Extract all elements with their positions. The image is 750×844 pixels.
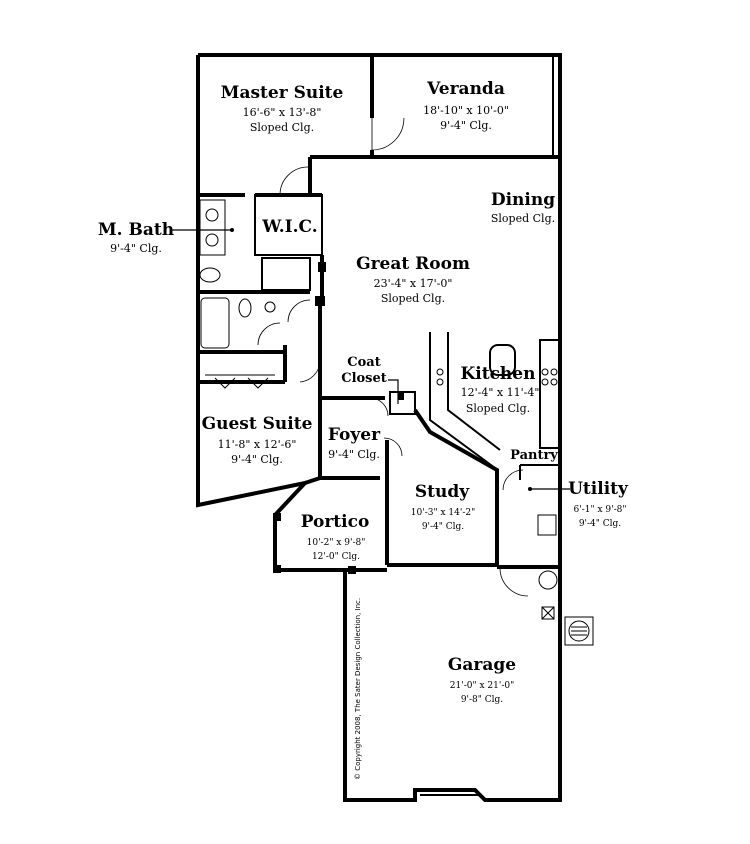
ac-unit-icon: [564, 616, 594, 646]
great-room-ceiling: Sloped Clg.: [381, 292, 445, 305]
guest-suite-dims: 11'-8" x 12'-6": [218, 438, 297, 451]
veranda-name: Veranda: [426, 79, 505, 99]
utility-leader-dot: [528, 487, 532, 491]
coat-post: [398, 392, 404, 400]
sink-icon: [205, 233, 219, 247]
coat-leader: [388, 379, 399, 404]
garage-ceiling: 9'-8" Clg.: [461, 695, 503, 705]
guest-suite-ceiling: 9'-4" Clg.: [231, 453, 283, 466]
door-swing: [499, 567, 529, 597]
dining-name: Dining: [491, 190, 555, 210]
door-swing: [383, 437, 403, 457]
m-bath-ceiling: 9'-4" Clg.: [110, 242, 162, 255]
toilet-icon: [199, 267, 221, 283]
great-room-name: Great Room: [356, 254, 470, 274]
labels: Master Suite 16'-6" x 13'-8" Sloped Clg.…: [98, 79, 629, 780]
wic-walls: [254, 194, 323, 256]
door-swing: [299, 361, 321, 383]
kitchen-dims: 12'-4" x 11'-4": [461, 386, 540, 399]
water-heater-icon: [538, 570, 558, 590]
utility-ceiling: 9'-4" Clg.: [579, 519, 621, 529]
panel-icon: [541, 606, 555, 620]
door-swing: [279, 166, 309, 196]
coat-closet-line1: Coat: [347, 355, 380, 370]
veranda-ceiling: 9'-4" Clg.: [440, 119, 492, 132]
study-name: Study: [415, 482, 470, 502]
great-room-dims: 23'-4" x 17'-0": [374, 277, 453, 290]
portico-dims: 10'-2" x 9'-8": [307, 538, 366, 548]
door-swing: [502, 469, 524, 491]
sink-icon: [264, 301, 276, 313]
ac-fan-icon: [568, 620, 590, 642]
foyer-post: [315, 296, 325, 306]
sink-icon: [436, 378, 444, 386]
kitchen-counter: [429, 332, 501, 469]
fixtures: [199, 199, 594, 646]
vanity: [199, 199, 226, 256]
washer-icon: [537, 514, 557, 536]
wic-name: W.I.C.: [261, 217, 317, 237]
foyer-name: Foyer: [328, 425, 381, 445]
veranda-dims: 18'-10" x 10'-0": [423, 104, 509, 117]
door-swing: [257, 322, 281, 346]
utility-dims: 6'-1" x 9'-8": [573, 505, 626, 515]
panel-icon: [541, 606, 555, 620]
pantry-name: Pantry: [510, 448, 558, 463]
coat-closet-line2: Closet: [341, 371, 387, 386]
bathtub-icon: [200, 297, 230, 349]
study-diagonal-wall: [413, 408, 499, 565]
study-dims: 10'-3" x 14'-2": [411, 508, 475, 518]
ac-grille-icon: [571, 626, 587, 636]
sink-icon: [436, 368, 444, 376]
master-suite-ceiling: Sloped Clg.: [250, 121, 314, 134]
kitchen-right-counter: [539, 339, 561, 449]
door-swing: [369, 397, 389, 417]
cooktop-icon: [541, 368, 549, 376]
master-suite-dims: 16'-6" x 13'-8": [243, 106, 322, 119]
portico-name: Portico: [301, 512, 370, 532]
cooktop-icon: [550, 368, 558, 376]
kitchen-ceiling: Sloped Clg.: [466, 402, 530, 415]
dining-ceiling: Sloped Clg.: [491, 212, 555, 225]
foyer-ceiling: 9'-4" Clg.: [328, 448, 380, 461]
portico-post: [273, 565, 281, 573]
toilet-icon: [238, 298, 252, 318]
portico-post: [273, 513, 281, 521]
guest-diag: [304, 476, 321, 485]
portico-ceiling: 12'-0" Clg.: [312, 552, 360, 562]
cooktop-icon: [550, 378, 558, 386]
m-bath-name: M. Bath: [98, 220, 174, 240]
wic-post: [318, 262, 326, 272]
garage-dims: 21'-0" x 21'-0": [450, 681, 514, 691]
m-bath-leader-dot: [230, 228, 234, 232]
utility-name: Utility: [568, 479, 629, 499]
kitchen-name: Kitchen: [461, 364, 536, 384]
guest-suite-name: Guest Suite: [202, 414, 313, 434]
door-swing: [287, 299, 311, 323]
study-ceiling: 9'-4" Clg.: [422, 522, 464, 532]
shower: [261, 257, 311, 291]
door-swing: [371, 117, 405, 151]
sink-icon: [205, 208, 219, 222]
portico-post: [348, 566, 356, 574]
master-suite-name: Master Suite: [221, 83, 344, 103]
copyright-text: © Copyright 2008, The Sater Design Colle…: [354, 598, 362, 780]
walls: [196, 53, 562, 802]
cooktop-icon: [541, 378, 549, 386]
closet-door: [214, 377, 269, 389]
kitchen-island: [489, 344, 516, 376]
doors: [257, 117, 529, 597]
garage-name: Garage: [448, 655, 516, 675]
